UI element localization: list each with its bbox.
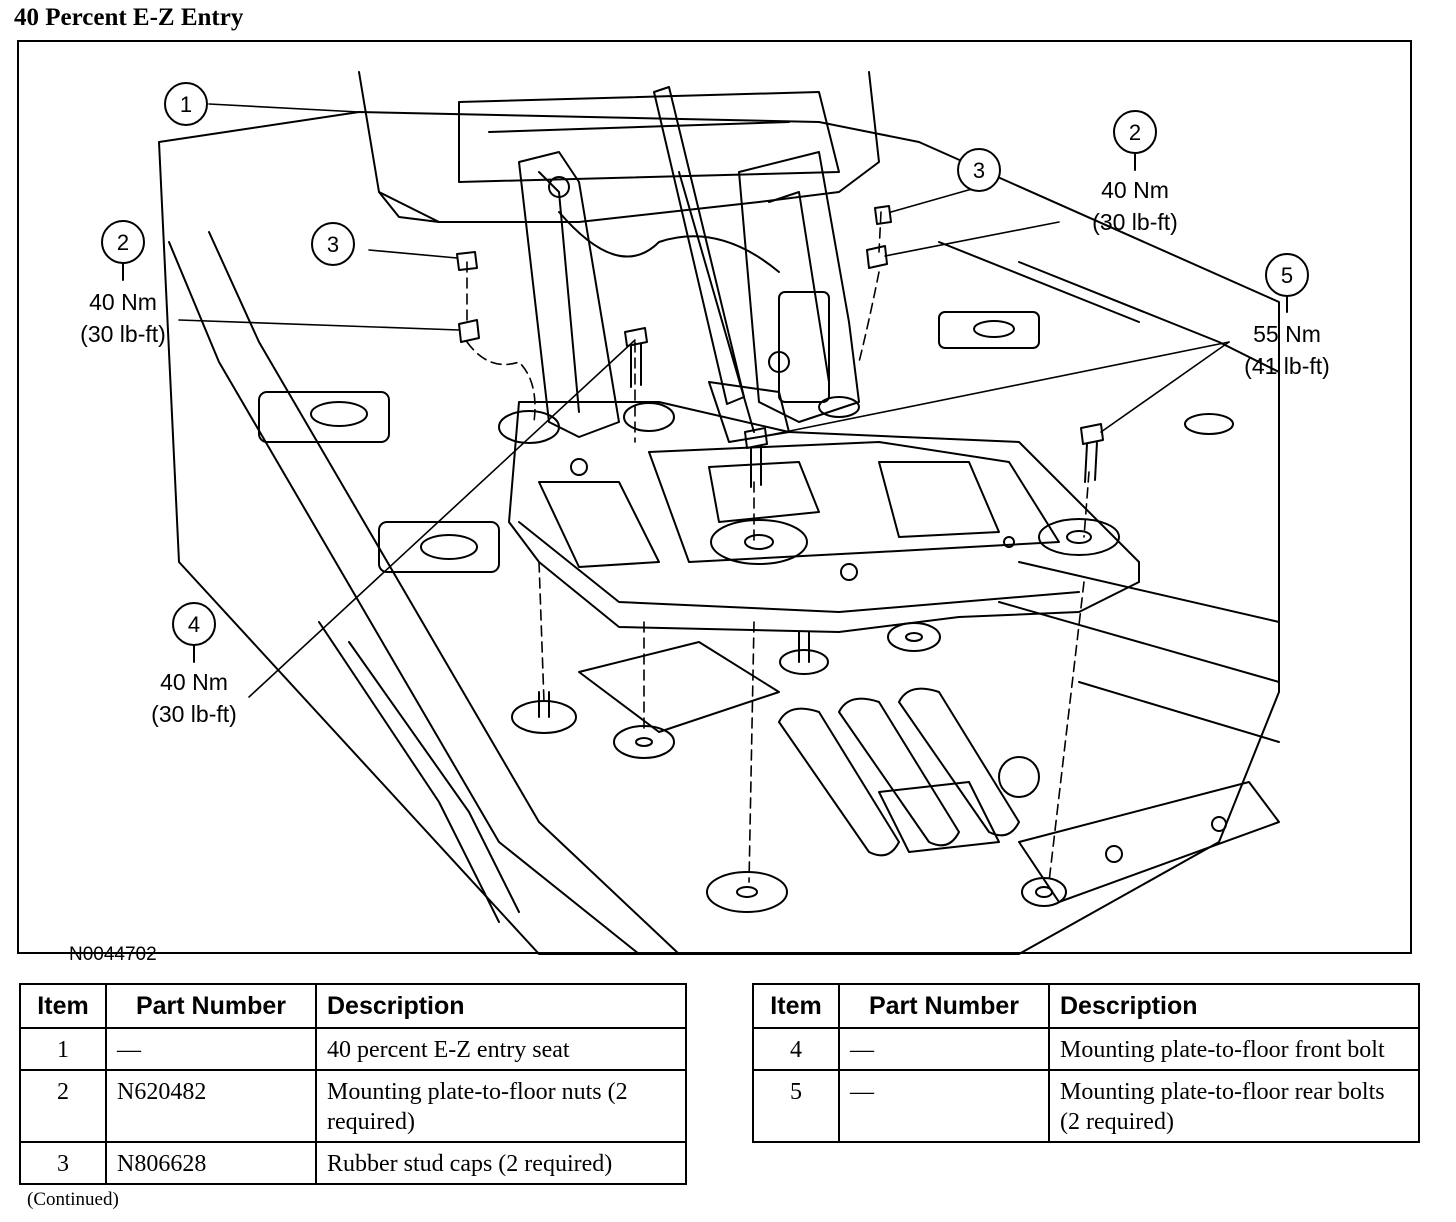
torque-nm-left: 40 Nm	[89, 289, 157, 315]
continued-note: (Continued)	[27, 1189, 119, 1210]
right-hinge-bracket	[738, 151, 860, 423]
floor-stud-hole	[511, 700, 577, 734]
svg-text:4: 4	[188, 612, 200, 637]
release-cable	[558, 211, 780, 273]
cell-item: 5	[752, 1069, 840, 1143]
header-description: Description	[1048, 983, 1420, 1029]
torque-nm-front-bolt: 40 Nm	[160, 669, 228, 695]
seat-mounting-drawing: 1 2 3 2 3 5	[80, 71, 1330, 955]
gas-strut	[653, 86, 745, 405]
floor-rib	[778, 707, 900, 857]
callout-1: 1	[164, 82, 208, 126]
callout-4: 4	[172, 602, 216, 663]
floor-pan-outline	[158, 111, 1280, 955]
bolt-center	[744, 427, 768, 488]
table-row: 5 — Mounting plate-to-floor rear bolts (…	[752, 1069, 1420, 1143]
page-title: 40 Percent E-Z Entry	[14, 4, 244, 31]
header-item: Item	[19, 983, 107, 1029]
bolt-front-left	[624, 327, 648, 388]
cell-description: Mounting plate-to-floor rear bolts (2 re…	[1048, 1069, 1420, 1143]
header-item: Item	[752, 983, 840, 1029]
floor-pocket	[258, 391, 390, 443]
cell-description: Mounting plate-to-floor front bolt	[1048, 1027, 1420, 1071]
table-header-row: Item Part Number Description	[752, 983, 1420, 1029]
stud-cap-left	[456, 251, 478, 271]
header-part-number: Part Number	[838, 983, 1050, 1029]
table-header-row: Item Part Number Description	[19, 983, 687, 1029]
cell-part-number: N806628	[105, 1141, 317, 1185]
header-part-number: Part Number	[105, 983, 317, 1029]
torque-nm-right: 40 Nm	[1101, 177, 1169, 203]
bolt-right	[1080, 423, 1104, 483]
callout-2-left: 2	[101, 220, 145, 281]
plate-bolt-hole-rear	[1038, 518, 1120, 556]
torque-lbft-rear-bolts: (41 lb-ft)	[1244, 353, 1330, 379]
parts-table-right: Item Part Number Description 4 — Mountin…	[752, 983, 1420, 1143]
callout-1-number: 1	[180, 92, 192, 117]
svg-text:2: 2	[117, 230, 129, 255]
torque-nm-rear-bolts: 55 Nm	[1253, 321, 1321, 347]
cell-part-number: —	[838, 1027, 1050, 1071]
parts-table-left: Item Part Number Description 1 — 40 perc…	[19, 983, 687, 1185]
svg-text:5: 5	[1281, 263, 1293, 288]
torque-lbft-right: (30 lb-ft)	[1092, 209, 1178, 235]
cell-description: Rubber stud caps (2 required)	[315, 1141, 687, 1185]
cell-description: Mounting plate-to-floor nuts (2 required…	[315, 1069, 687, 1143]
svg-text:3: 3	[973, 158, 985, 183]
stud-cap-right	[874, 205, 892, 225]
callout-5: 5	[1265, 253, 1309, 313]
exploded-view-illustration: 1 2 3 2 3 5	[17, 40, 1412, 965]
table-row: 4 — Mounting plate-to-floor front bolt	[752, 1027, 1420, 1071]
torque-lbft-left: (30 lb-ft)	[80, 321, 166, 347]
cell-description: 40 percent E-Z entry seat	[315, 1027, 687, 1071]
callout-3-right: 3	[957, 148, 1001, 192]
table-row: 3 N806628 Rubber stud caps (2 required)	[19, 1141, 687, 1185]
table-row: 2 N620482 Mounting plate-to-floor nuts (…	[19, 1069, 687, 1143]
figure-id: N0044702	[69, 944, 157, 965]
cell-item: 1	[19, 1027, 107, 1071]
torque-lbft-front-bolt: (30 lb-ft)	[151, 701, 237, 727]
nut-right	[866, 245, 888, 269]
svg-text:2: 2	[1129, 120, 1141, 145]
nut-left	[458, 319, 480, 343]
floor-rail-left-inner	[208, 231, 680, 955]
cell-item: 2	[19, 1069, 107, 1143]
cell-item: 4	[752, 1027, 840, 1071]
floor-rail-left	[168, 241, 640, 955]
callout-3-left: 3	[311, 222, 355, 266]
callout-2-right: 2	[1113, 110, 1157, 171]
cell-part-number: —	[838, 1069, 1050, 1143]
cell-part-number: N620482	[105, 1069, 317, 1143]
cell-part-number: —	[105, 1027, 317, 1071]
table-row: 1 — 40 percent E-Z entry seat	[19, 1027, 687, 1071]
seat-back-frame	[358, 71, 880, 223]
header-description: Description	[315, 983, 687, 1029]
svg-text:3: 3	[327, 232, 339, 257]
cell-item: 3	[19, 1141, 107, 1185]
left-hinge-bracket	[518, 151, 620, 438]
leader-lines	[178, 103, 1230, 698]
alignment-lines	[466, 211, 1090, 883]
plate-bolt-hole-front	[710, 519, 808, 565]
